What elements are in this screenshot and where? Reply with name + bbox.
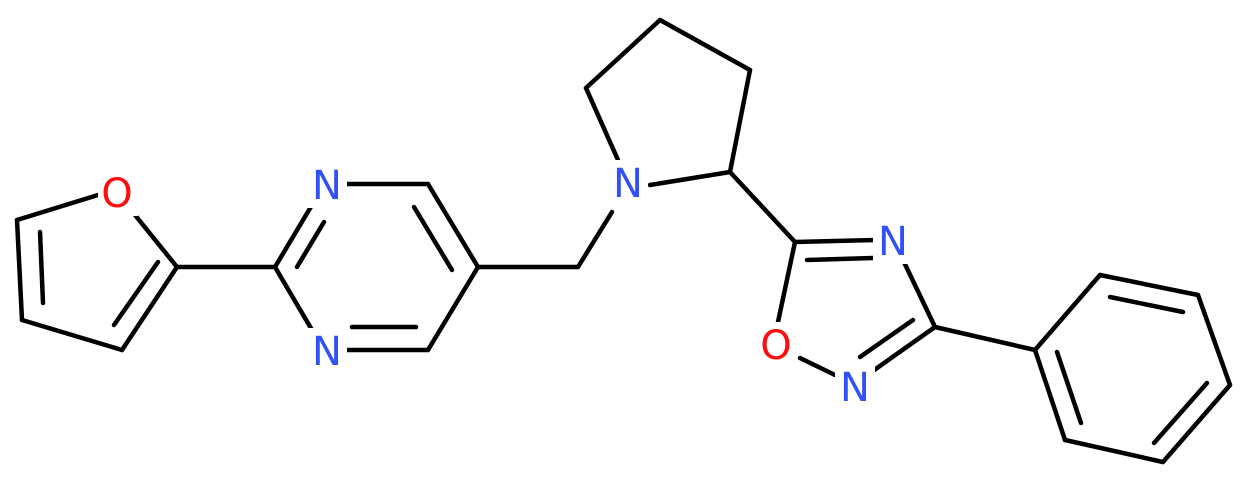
bond-ph-c6-c1-inner — [1054, 349, 1084, 426]
atom-pyrrolidine-n: N — [613, 161, 643, 207]
bond-oxadiazole-phenyl — [932, 324, 1038, 353]
bond-furan-c2-o — [132, 212, 180, 270]
bond-furan-c5-c4 — [14, 217, 25, 323]
bond-pyrr-c5-c4 — [583, 17, 663, 91]
bond-pyr-c5-c4 — [425, 264, 481, 353]
atom-labels: O N N N N O N — [98, 160, 913, 411]
bond-pyrr-c2-n — [647, 169, 733, 188]
bond-furan-c4-c3 — [19, 317, 125, 353]
bond-oxd-n4-c3 — [900, 257, 938, 330]
bond-furan-c3-c2 — [119, 264, 180, 353]
bond-furan-o-c5 — [14, 192, 101, 223]
bond-pyr-c6-c5 — [425, 181, 481, 270]
atom-pyrimidine-n-top: N — [312, 163, 342, 209]
bond-oxd-c5-n4-inner — [804, 255, 876, 263]
bond-oxd-c3-n2 — [867, 324, 938, 376]
bond-ph-c4-c5-inner — [1151, 380, 1210, 446]
bond-ph-c2-c3 — [1097, 272, 1201, 298]
bond-ph-c4-c5 — [1160, 382, 1233, 465]
bond-pyr-c6-c5-inner — [411, 204, 455, 273]
bond-ph-c1-c2 — [1032, 272, 1103, 353]
bond-oxd-n2-o1 — [797, 355, 838, 378]
bond-pyr-c2-n1 — [272, 202, 315, 270]
bond-oxd-c5-n4 — [792, 237, 878, 245]
bond-ph-c3-c4 — [1195, 292, 1233, 388]
bond-pyr-n3-c2 — [272, 264, 315, 333]
bond-ph-c5-c6 — [1062, 437, 1166, 465]
atom-pyrimidine-n-bottom: N — [312, 329, 342, 375]
atom-oxadiazole-n4: N — [878, 219, 908, 265]
bond-furan-c5-c4-inner — [37, 229, 46, 306]
bond-ph-c2-c3-inner — [1107, 294, 1186, 315]
bonds — [14, 17, 1233, 465]
bond-ch2-pyrrolidine-n — [575, 209, 615, 270]
bond-oxd-o1-c5 — [775, 239, 798, 325]
bond-pyr-c2-n1-inner — [294, 219, 327, 270]
bond-pyrr-n-c5 — [583, 85, 621, 163]
atom-furan-o: O — [101, 171, 132, 217]
atom-oxadiazole-o1: O — [760, 323, 791, 369]
bond-furan-c3-c2-inner — [111, 259, 161, 328]
bond-pyrr-c4-c3 — [657, 17, 753, 73]
bond-oxd-c3-n2-inner — [857, 317, 916, 360]
bond-pyrr-c3-c2 — [727, 67, 753, 175]
bond-pyrrolidine-oxadiazole — [727, 169, 798, 245]
atom-oxadiazole-n2: N — [840, 365, 870, 411]
bond-ph-c6-c1 — [1032, 347, 1068, 443]
